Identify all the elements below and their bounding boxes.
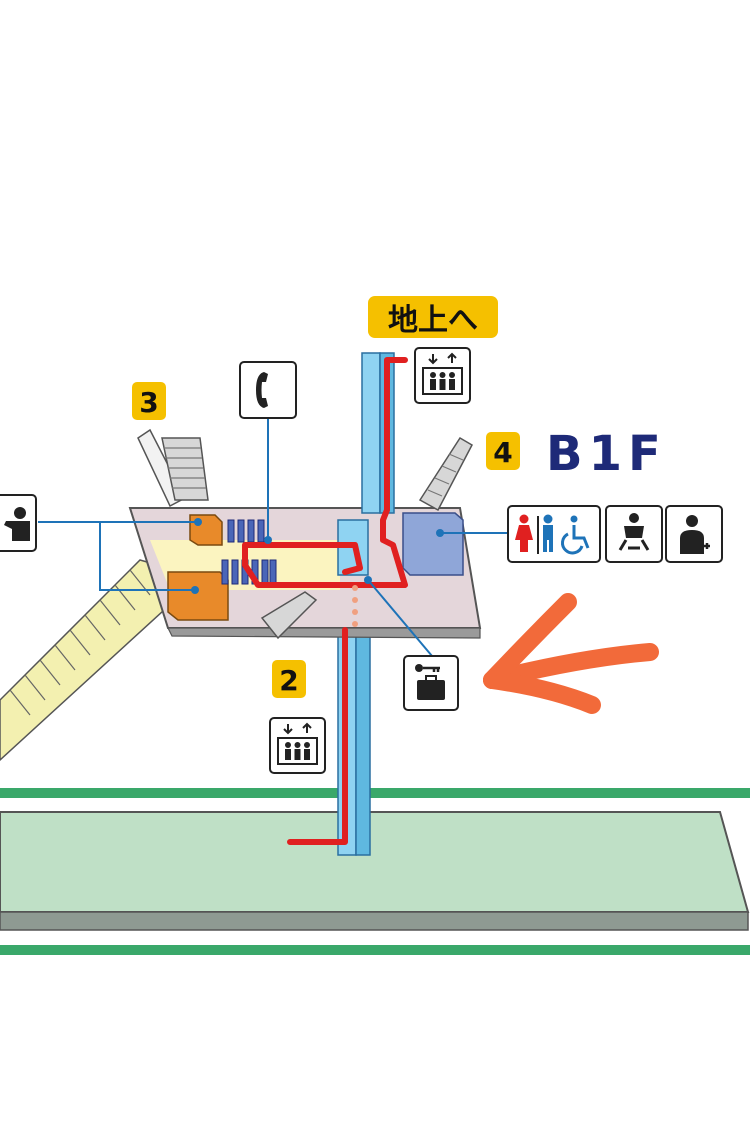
elevator-icon	[269, 717, 326, 774]
exit-4-stairs	[418, 436, 473, 512]
platform	[0, 811, 750, 913]
exit-badge-3: 3	[132, 382, 166, 420]
baby-changing-icon	[605, 505, 663, 563]
elevator-icon	[414, 347, 471, 404]
staircase-lower-left	[0, 559, 176, 762]
toilet-women-icon	[515, 514, 533, 552]
floor-label: B1F	[546, 426, 667, 482]
exit-3-text: 3	[139, 386, 158, 419]
route-dots	[352, 585, 358, 627]
exit-2-text: 2	[279, 664, 298, 697]
ticket-office-small	[189, 514, 223, 546]
exit-2-stairs	[260, 591, 318, 640]
annotation-arrow	[483, 593, 659, 714]
toilet-icon-group	[507, 505, 601, 563]
track-stripe-bottom	[0, 945, 750, 955]
first-aid-icon	[665, 505, 723, 563]
toilet-block	[402, 512, 464, 576]
accessible-toilet-icon	[560, 515, 590, 555]
exit-4-text: 4	[493, 436, 512, 469]
ticket-gates	[221, 519, 277, 585]
station-staff-icon	[0, 494, 37, 552]
exit-3-stairs	[137, 428, 209, 508]
telephone-icon	[239, 361, 297, 419]
toilet-men-icon	[543, 514, 553, 552]
exit-badge-2: 2	[272, 660, 306, 698]
station-office-blocks	[167, 514, 229, 621]
leader-dots	[191, 518, 444, 594]
platform-edge	[0, 911, 749, 931]
to-ground-label: 地上へ	[368, 296, 498, 338]
leader-lines	[38, 418, 508, 657]
to-ground-text: 地上へ	[388, 303, 478, 338]
coin-locker-icon	[403, 655, 459, 711]
accessible-route	[242, 357, 408, 845]
exit-badge-4: 4	[486, 432, 520, 470]
track-stripe-top	[0, 788, 750, 798]
platform-area	[0, 788, 750, 955]
ticket-office-large	[167, 571, 229, 621]
